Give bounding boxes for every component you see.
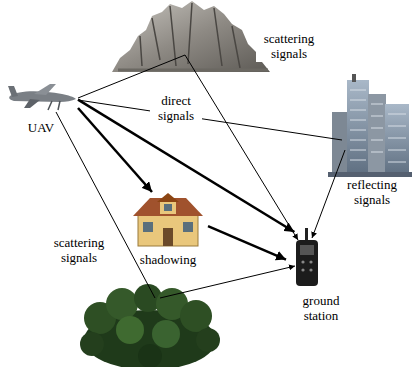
mountain-picture xyxy=(112,1,270,72)
signal-label: reflecting signals xyxy=(338,178,406,208)
house-picture xyxy=(133,193,203,246)
ground-station-picture xyxy=(296,228,318,286)
node-label: UAV xyxy=(28,121,55,136)
signal-label: scattering signals xyxy=(46,236,112,266)
uav-picture xyxy=(8,84,76,110)
ground-station-node: ground station xyxy=(286,232,356,324)
uav-node: UAV xyxy=(4,80,78,136)
signal-label: direct signals xyxy=(150,94,202,124)
shadowing-node: shadowing xyxy=(128,192,208,268)
signal-label: scattering signals xyxy=(256,32,322,62)
node-label: shadowing xyxy=(140,253,196,268)
forest-picture xyxy=(80,284,220,367)
signal-arrow xyxy=(208,226,286,259)
signal-arrow xyxy=(78,108,152,192)
node-label: ground station xyxy=(286,294,356,324)
